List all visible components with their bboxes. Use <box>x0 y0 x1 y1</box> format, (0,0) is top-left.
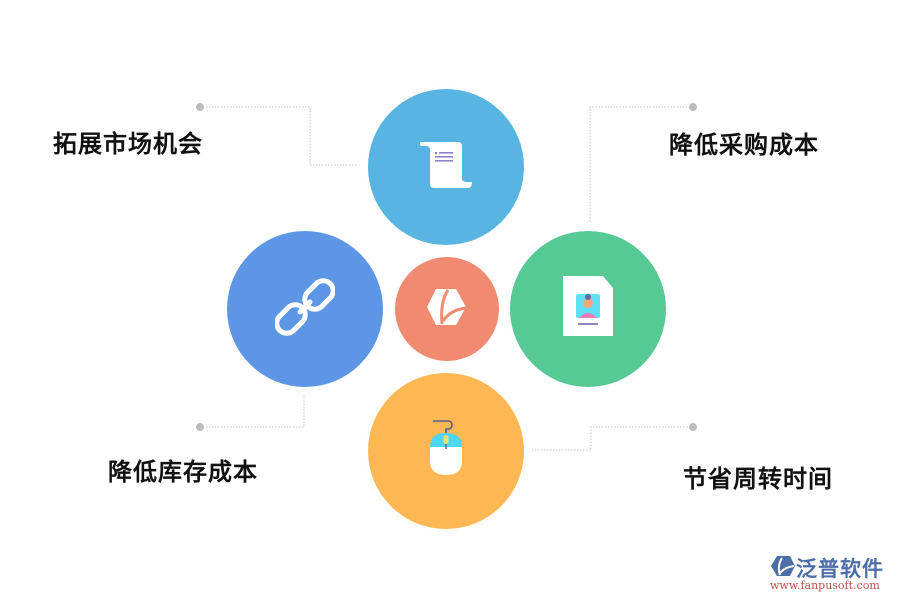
connector-bottom-left <box>200 393 305 428</box>
node-right-circle <box>510 231 666 387</box>
watermark-logo: 泛普软件 www.fanpusoft.com <box>768 553 893 595</box>
center-circle <box>395 257 499 361</box>
node-top-circle <box>368 89 524 245</box>
chain-link-icon <box>274 277 336 341</box>
watermark-brand: 泛普软件 <box>796 557 884 581</box>
label-top-right: 降低采购成本 <box>669 131 819 159</box>
computer-mouse-icon <box>426 419 466 483</box>
node-bottom-circle <box>368 373 524 529</box>
profile-document-icon <box>563 276 613 342</box>
connector-top-right <box>589 106 693 223</box>
label-top-left: 拓展市场机会 <box>53 130 203 158</box>
label-bottom-right: 节省周转时间 <box>683 465 833 493</box>
connector-dot-top-left <box>196 103 204 111</box>
brand-hexagon-icon <box>426 286 468 332</box>
connector-bottom-right <box>532 426 693 451</box>
connector-dot-bottom-left <box>196 423 204 431</box>
connector-dot-bottom-right <box>689 423 697 431</box>
connector-dot-top-right <box>689 103 697 111</box>
scroll-icon <box>418 140 474 194</box>
watermark-url: www.fanpusoft.com <box>770 579 880 592</box>
connector-top-left <box>200 106 357 166</box>
label-bottom-left: 降低库存成本 <box>108 458 258 486</box>
fanpu-logo-icon <box>770 555 796 577</box>
node-left-circle <box>227 231 383 387</box>
